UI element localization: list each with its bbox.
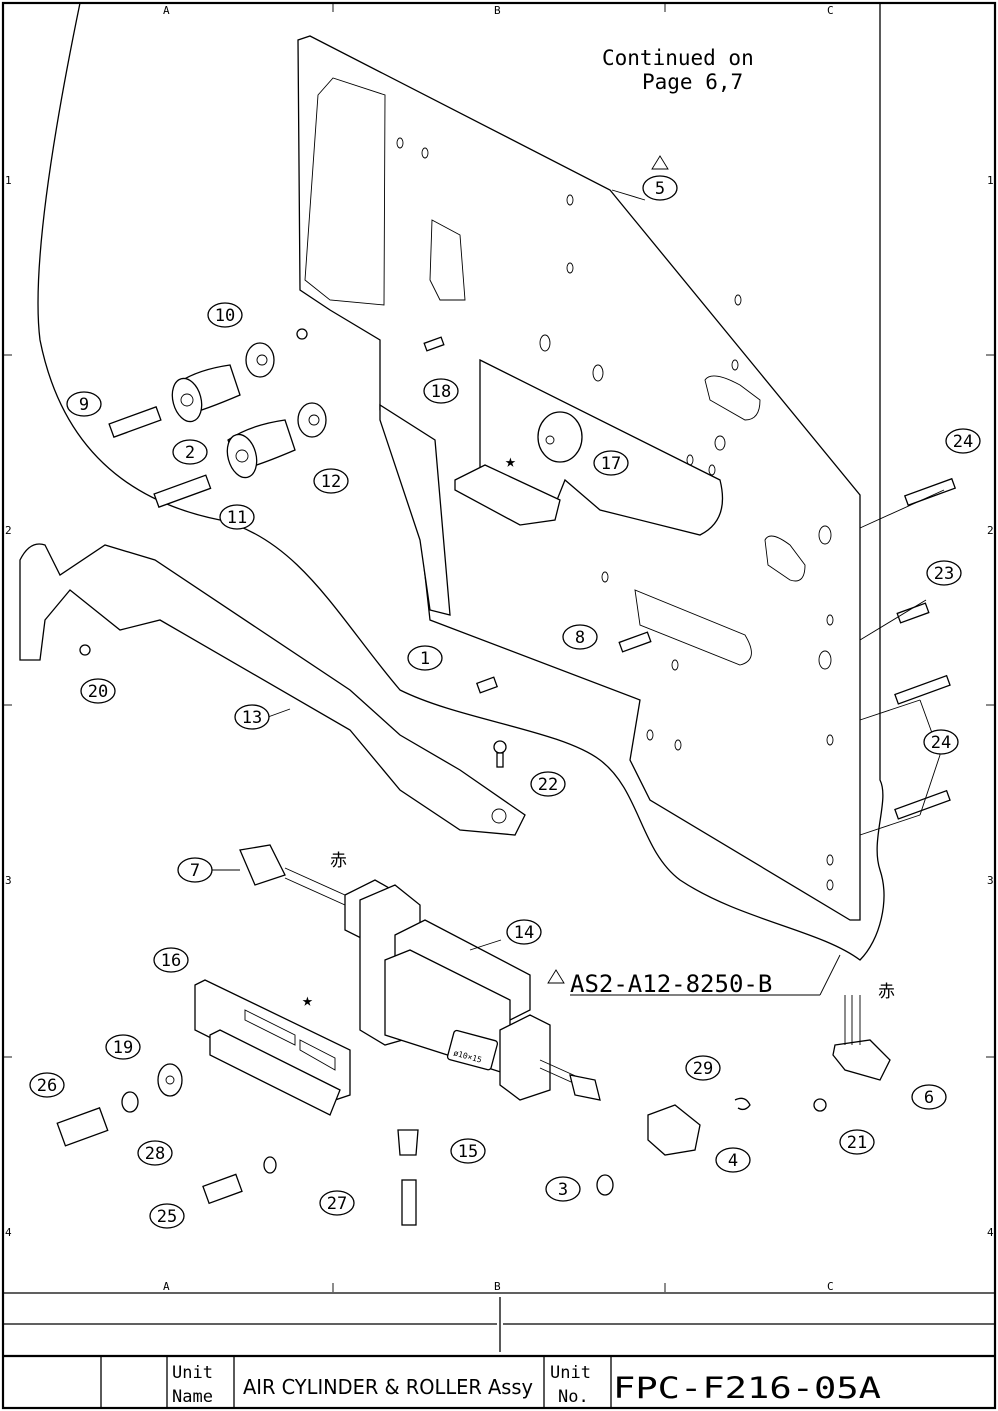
callout-number: 2 (185, 443, 195, 463)
grid-col-a-bottom: A (163, 1280, 170, 1293)
grid-row-2-left: 2 (5, 524, 12, 537)
callout-number: 12 (321, 472, 341, 492)
grid-row-1-left: 1 (5, 174, 12, 187)
revision-triangle-icon (652, 156, 668, 169)
red-wire-mark: 赤 (878, 982, 895, 1002)
callout-11: 11 (220, 505, 254, 529)
callout-24: 24 (924, 730, 958, 754)
callout-number: 29 (693, 1059, 713, 1079)
callout-number: 3 (558, 1180, 568, 1200)
callout-21: 21 (840, 1130, 874, 1154)
star-mark-icon: ★ (302, 990, 313, 1011)
callout-17: 17 (594, 451, 628, 475)
callout-number: 15 (458, 1142, 478, 1162)
grid-col-c-bottom: C (827, 1280, 834, 1293)
star-mark-icon: ★ (505, 451, 516, 472)
callout-number: 26 (37, 1076, 57, 1096)
callout-26: 26 (30, 1073, 64, 1097)
callout-6: 6 (912, 1085, 946, 1109)
callout-15: 15 (451, 1139, 485, 1163)
callout-3: 3 (546, 1177, 580, 1201)
revision-triangle-icon (548, 970, 564, 983)
unit-no-label: Unit (550, 1363, 591, 1383)
callout-number: 6 (924, 1088, 934, 1108)
callout-9: 9 (67, 392, 101, 416)
callout-number: 24 (931, 733, 951, 753)
continued-note-line2: Page 6,7 (642, 70, 743, 94)
callout-19: 19 (106, 1035, 140, 1059)
unit-name-label: Name (172, 1387, 213, 1407)
callout-number: 16 (161, 951, 181, 971)
grid-row-3-right: 3 (987, 874, 994, 887)
grid-row-3-left: 3 (5, 874, 12, 887)
callout-18: 18 (424, 379, 458, 403)
callout-16: 16 (154, 948, 188, 972)
callout-14: 14 (507, 920, 541, 944)
callout-number: 8 (575, 628, 585, 648)
callout-22: 22 (531, 772, 565, 796)
callout-number: 19 (113, 1038, 133, 1058)
unit-no-label: No. (558, 1387, 589, 1407)
callout-1: 1 (408, 646, 442, 670)
callout-10: 10 (208, 303, 242, 327)
callout-number: 23 (934, 564, 954, 584)
callout-number: 27 (327, 1194, 347, 1214)
callout-number: 4 (728, 1151, 738, 1171)
grid-col-b-bottom: B (494, 1280, 501, 1293)
callout-7: 7 (178, 858, 212, 882)
grid-col-c-top: C (827, 4, 834, 17)
continued-note-line1: Continued on (602, 46, 754, 70)
callout-28: 28 (138, 1141, 172, 1165)
unit-no-value: FPC-F216-05A (613, 1371, 881, 1405)
callout-20: 20 (81, 679, 115, 703)
callout-23: 23 (927, 561, 961, 585)
callout-2: 2 (173, 440, 207, 464)
callout-number: 10 (215, 306, 235, 326)
callout-5: 5 (643, 176, 677, 200)
callout-number: 1 (420, 649, 430, 669)
callout-number: 9 (79, 395, 89, 415)
callout-8: 8 (563, 625, 597, 649)
red-wire-mark: 赤 (330, 851, 347, 871)
unit-name-value: AIR CYLINDER & ROLLER Assy (243, 1375, 533, 1399)
callout-29: 29 (686, 1056, 720, 1080)
callout-24: 24 (946, 429, 980, 453)
callout-number: 22 (538, 775, 558, 795)
callout-number: 18 (431, 382, 451, 402)
grid-row-2-right: 2 (987, 524, 994, 537)
callout-number: 20 (88, 682, 108, 702)
callout-number: 17 (601, 454, 621, 474)
callout-number: 28 (145, 1144, 165, 1164)
assembly-reference: AS2-A12-8250-B (570, 970, 772, 998)
callout-27: 27 (320, 1191, 354, 1215)
grid-row-4-left: 4 (5, 1226, 12, 1239)
callout-25: 25 (150, 1204, 184, 1228)
callout-number: 14 (514, 923, 534, 943)
callout-4: 4 (716, 1148, 750, 1172)
grid-col-a-top: A (163, 4, 170, 17)
callout-number: 13 (242, 708, 262, 728)
callout-number: 11 (227, 508, 247, 528)
callout-13: 13 (235, 705, 269, 729)
callout-number: 5 (655, 179, 665, 199)
unit-name-label: Unit (172, 1363, 213, 1383)
mounting-bracket (195, 980, 350, 1115)
grid-row-4-right: 4 (987, 1226, 994, 1239)
callout-12: 12 (314, 469, 348, 493)
callout-number: 25 (157, 1207, 177, 1227)
grid-col-b-top: B (494, 4, 501, 17)
callout-number: 21 (847, 1133, 867, 1153)
callout-number: 7 (190, 861, 200, 881)
callout-number: 24 (953, 432, 973, 452)
grid-row-1-right: 1 (987, 174, 994, 187)
